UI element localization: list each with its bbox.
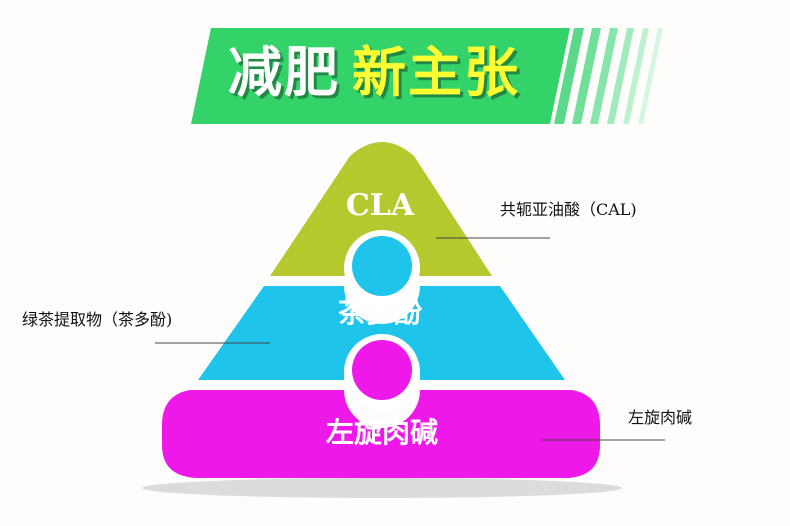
tier-middle-knob-fill: [352, 340, 412, 400]
tier-top-knob-fill: [352, 236, 412, 296]
pyramid-shadow: [142, 478, 622, 498]
tier-label-bottom: 左旋肉碱: [325, 416, 438, 449]
annotation-middle: 绿茶提取物（茶多酚): [22, 310, 173, 329]
tier-bottom-shape: [162, 390, 600, 478]
banner-title-white: 减肥: [228, 41, 340, 104]
tier-label-top: CLA: [345, 188, 415, 223]
annotation-bottom: 左旋肉碱: [628, 408, 693, 427]
tier-middle-shape: [198, 286, 565, 380]
banner-shape: [191, 28, 570, 124]
tier-top-shape: [270, 142, 492, 276]
tier-label-middle: 茶多酚: [337, 296, 422, 329]
banner-stripes: [554, 28, 663, 124]
annotation-top: 共轭亚油酸（CAL): [500, 200, 637, 219]
banner-title-yellow: 新主张: [352, 41, 520, 104]
title-banner: [191, 28, 663, 124]
